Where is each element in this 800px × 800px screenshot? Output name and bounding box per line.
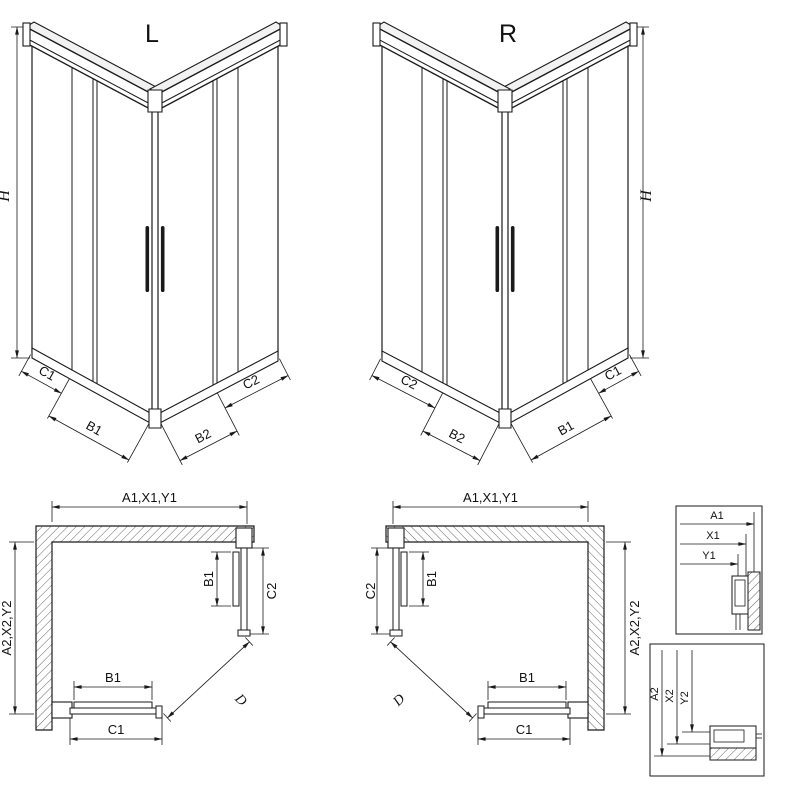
iso-left-view-label: L xyxy=(145,20,159,48)
plan-right-geometry xyxy=(371,501,631,745)
detail-y1-dim-label: Y1 xyxy=(702,550,715,562)
detail-depth-wall xyxy=(709,747,757,761)
plan-left-width-dim-label: A1,X1,Y1 xyxy=(122,490,177,505)
iso-right-c2-dim-label: C2 xyxy=(398,372,420,393)
plan-left-geometry xyxy=(9,501,269,745)
iso-left-height-dim-label: H xyxy=(0,189,13,203)
plan-left-depth-dim-label: A2,X2,Y2 xyxy=(0,601,14,656)
plan-left-side-fixed-dim-label: C2 xyxy=(264,583,279,600)
plan-left-front-door-dim-label: B1 xyxy=(105,670,121,685)
iso-right-c1-dim-label: C1 xyxy=(602,362,624,383)
iso-view-left: L H C1 B1 B2 C2 xyxy=(0,20,290,465)
plan-right-front-door-dim-label: B1 xyxy=(519,670,535,685)
iso-left-b2-dim-label: B2 xyxy=(192,426,213,447)
plan-view-left: A1,X1,Y1 A2,X2,Y2 B1 C2 B1 C1 D xyxy=(0,490,279,745)
detail-width-profile xyxy=(731,575,749,615)
detail-x1-dim-label: X1 xyxy=(706,530,719,542)
detail-y2-dim-label: Y2 xyxy=(679,691,691,704)
plan-left-side-door-dim-label: B1 xyxy=(201,571,216,587)
plan-left-entry-dim-label: D xyxy=(231,691,249,709)
plan-right-entry-dim-label: D xyxy=(390,692,408,710)
detail-width-wall xyxy=(747,571,761,631)
iso-right-geometry xyxy=(370,22,649,465)
plan-right-front-fixed-dim-label: C1 xyxy=(516,722,533,737)
detail-depth-box: A2 X2 Y2 xyxy=(649,643,765,777)
plan-left-front-fixed-dim-label: C1 xyxy=(108,722,125,737)
iso-left-c2-dim-label: C2 xyxy=(240,372,262,393)
detail-depth-profile xyxy=(709,725,757,749)
plan-right-side-fixed-dim-label: C2 xyxy=(363,583,378,600)
detail-x2-dim-label: X2 xyxy=(664,689,676,702)
iso-left-c1-dim-label: C1 xyxy=(36,362,58,383)
detail-a1-dim-label: A1 xyxy=(710,510,723,522)
iso-left-b1-dim-label: B1 xyxy=(84,418,105,439)
iso-view-right: R H C1 B1 B2 C2 xyxy=(370,20,655,465)
iso-right-b1-dim-label: B1 xyxy=(555,418,576,439)
iso-left-geometry xyxy=(11,22,290,465)
iso-right-view-label: R xyxy=(499,20,517,48)
plan-right-side-door-dim-label: B1 xyxy=(424,571,439,587)
detail-a2-dim-label: A2 xyxy=(649,687,661,700)
iso-right-b2-dim-label: B2 xyxy=(447,426,468,447)
plan-view-right: A1,X1,Y1 A2,X2,Y2 B1 C2 B1 C1 D xyxy=(363,490,642,745)
iso-right-height-dim-label: H xyxy=(638,189,655,203)
detail-width-box: A1 X1 Y1 xyxy=(675,505,763,635)
plan-right-depth-dim-label: A2,X2,Y2 xyxy=(627,601,642,656)
plan-right-width-dim-label: A1,X1,Y1 xyxy=(463,490,518,505)
